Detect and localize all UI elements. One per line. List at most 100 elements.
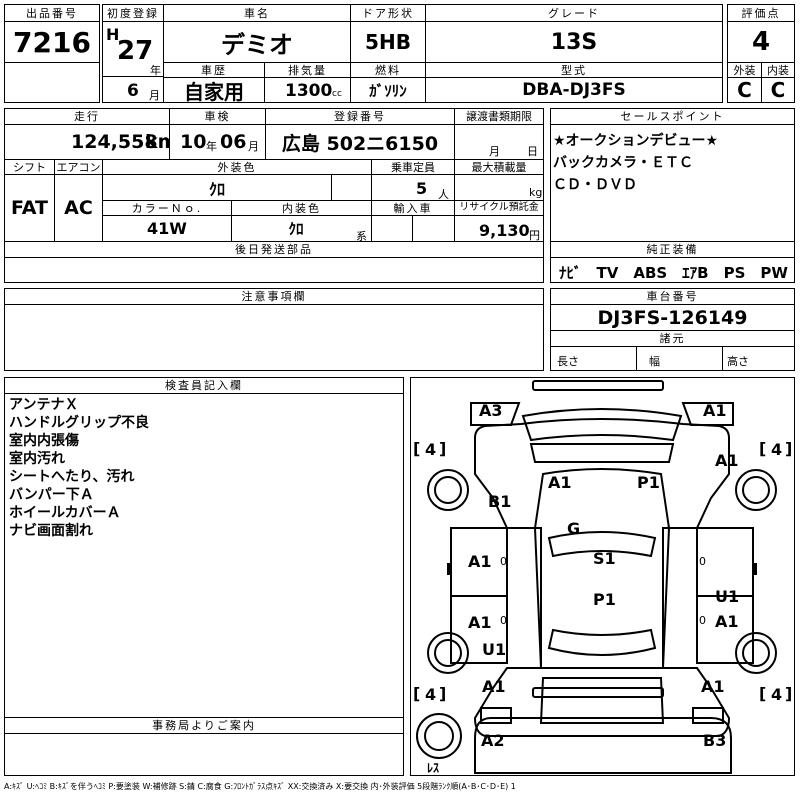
color-number-box: 41W [102, 215, 232, 242]
displacement: 1300 [285, 81, 333, 101]
inspector-note: バンパー下Ａ [9, 487, 94, 503]
mileage-label: 走行 [4, 108, 170, 125]
notes-label: 注意事項欄 [4, 288, 544, 305]
wheel-front-left-shape [427, 469, 469, 511]
sales-points-label: セールスポイント [550, 108, 795, 125]
notes-box [4, 304, 544, 371]
rear-corner-shape [692, 707, 724, 724]
svg-text:]: ] [785, 439, 792, 458]
tire-rear-left: 4 [425, 685, 436, 704]
mark-g: G [567, 519, 580, 538]
sales-point: バックカメラ・ＥＴＣ [553, 155, 693, 171]
later-parts-box [4, 257, 544, 283]
genuine-equipment: ﾅﾋﾞ TV ABS ｴｱB PS PW [559, 264, 788, 282]
interior-grade: C [770, 78, 786, 102]
mirror-shape [753, 563, 757, 575]
sales-points-box: ★オークションデビュー★ バックカメラ・ＥＴＣ ＣＤ・ＤＶＤ [550, 124, 795, 242]
score: 4 [751, 27, 771, 57]
year-unit: 年 [150, 64, 161, 77]
inspector-note: ナビ画面割れ [9, 523, 93, 539]
mark-a1-right-fender: A1 [715, 451, 739, 470]
recycle-deposit: 9,130 [479, 221, 530, 240]
left-door-shape [450, 527, 508, 664]
svg-text:]: ] [439, 684, 446, 703]
wheel-rear-right-shape [735, 632, 777, 674]
tire-front-left: 4 [425, 440, 436, 459]
rear-corner-shape [480, 707, 512, 724]
registration-number: 広島 502ニ6150 [281, 132, 439, 155]
rear-glass-shape [547, 628, 657, 656]
mark-u1-right: U1 [715, 587, 739, 606]
right-door-shape [696, 527, 754, 664]
first-registration-year: 27 [117, 36, 154, 66]
mark-b1: B1 [488, 492, 511, 511]
car-diagram: [ 4 ] [ 4 ] [ 4 ] [ 4 ] ﾚｽ A3 A1 A1 B1 A… [413, 380, 792, 775]
mark-zero: 0 [699, 614, 706, 627]
aircon-box: AC [54, 174, 103, 242]
exterior-color: ｸﾛ [208, 179, 225, 199]
mark-p1-roof: P1 [593, 590, 616, 609]
hood-shape [521, 408, 683, 442]
front-bumper-shape [532, 380, 664, 391]
history: 自家用 [184, 79, 244, 104]
cabin-shape [533, 468, 671, 669]
grade-label: グレード [425, 4, 723, 22]
mark-a3: A3 [479, 401, 503, 420]
genuine-equipment-box: ﾅﾋﾞ TV ABS ｴｱB PS PW [550, 257, 795, 283]
exterior-grade: C [737, 78, 752, 102]
displacement-box: 1300 cc [264, 77, 351, 103]
shift-label: シフト [4, 159, 55, 175]
spare-wheel-shape [416, 713, 462, 759]
mark-zero: 0 [500, 614, 507, 627]
era-letter: H [106, 25, 120, 44]
lot-number: 7216 [13, 25, 91, 59]
mark-u1-left: U1 [482, 640, 506, 659]
inspector-note: ハンドルグリップ不良 [9, 415, 149, 431]
legend-text: A:ｷｽﾞ U:ﾍｺﾐ B:ｷｽﾞを伴うﾍｺﾐ P:要塗装 W:補修跡 S:錆 … [4, 782, 516, 791]
mark-zero: 0 [699, 555, 706, 568]
shift: FAT [11, 197, 48, 219]
mark-p1-hood: P1 [637, 473, 660, 492]
grade: 13S [550, 29, 598, 55]
wheel-rear-left-shape [427, 632, 469, 674]
windshield-shape [529, 443, 675, 463]
inspector-notes-box: アンテナＸ ハンドルグリップ不良 室内内張傷 室内汚れ シートへたり、汚れ バン… [4, 393, 404, 718]
capacity-unit: 人 [438, 188, 449, 201]
front-glass-shape [547, 531, 657, 558]
fuel: ｶﾞｿﾘﾝ [369, 81, 407, 100]
interior-color-unit: 系 [356, 230, 367, 243]
shift-box: FAT [4, 174, 55, 242]
score-label: 評価点 [727, 4, 795, 22]
rear-hatch-shape [539, 677, 665, 724]
chassis-number-box: DJ3FS-126149 [550, 304, 795, 331]
mark-a1-left-rear-door: A1 [468, 613, 492, 632]
interior-grade-box: C [761, 77, 795, 103]
import-box [371, 215, 455, 242]
aircon-label: エアコン [54, 159, 103, 175]
interior-grade-label: 内装 [761, 62, 795, 78]
exterior-color-box: ｸﾛ [102, 174, 372, 201]
car-name: デミオ [221, 30, 293, 59]
import-label: 輸入車 [371, 200, 455, 216]
door-type-box: 5HB [350, 21, 426, 63]
inspector-note: アンテナＸ [9, 397, 79, 413]
divider [331, 175, 332, 200]
inspector-note: シートへたり、汚れ [9, 469, 135, 485]
later-parts-label: 後日発送部品 [4, 241, 544, 258]
interior-color-box: ｸﾛ 系 [231, 215, 372, 243]
registration-number-label: 登録番号 [265, 108, 455, 125]
inspection-box: 10 年 06 月 [169, 124, 266, 160]
mark-a1-left-front-door: A1 [468, 552, 492, 571]
displacement-label: 排気量 [264, 62, 351, 78]
sales-point: ＣＤ・ＤＶＤ [553, 177, 637, 193]
max-load-box: kg [454, 174, 544, 201]
capacity-box: 5 人 [371, 174, 455, 201]
length-box: 長さ [550, 346, 637, 371]
lot-number-blank [4, 62, 100, 103]
max-load-unit: kg [529, 186, 543, 199]
first-registration-month: 6 [127, 81, 139, 101]
mileage: 124,558 [71, 131, 158, 153]
inspector-notes-list: アンテナＸ ハンドルグリップ不良 室内内張傷 室内汚れ シートへたり、汚れ バン… [9, 396, 149, 540]
model: DBA-DJ3FS [522, 80, 626, 100]
inspection-year: 10 [180, 131, 207, 153]
